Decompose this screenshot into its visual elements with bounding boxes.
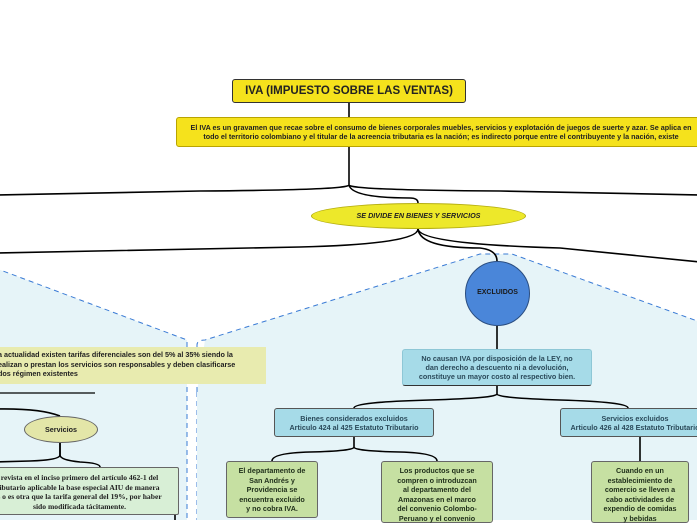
comercio-line: expendio de comidas: [592, 504, 688, 514]
aiu-line: sido modificada tácitamente.: [0, 502, 178, 512]
amazonas-line: compren o introduzcan: [382, 476, 492, 486]
san-andres-line: encuentra excluido: [227, 495, 317, 505]
aiu-line: ibutario aplicable la base especial AIU …: [0, 483, 178, 493]
excluidos-desc-line: constituye un mayor costo al respectivo …: [403, 372, 591, 381]
excluidos-desc-line: No causan IVA por disposición de la LEY,…: [403, 354, 591, 363]
aiu-base-node[interactable]: revista en el inciso primero del artícul…: [0, 467, 179, 515]
excluidos-desc-line: dan derecho a descuento ni a devolución,: [403, 363, 591, 372]
san-andres-node[interactable]: El departamento de San Andrés y Providen…: [226, 461, 318, 518]
description-line: El IVA es un gravamen que recae sobre el…: [177, 123, 697, 132]
amazonas-line: Los productos que se: [382, 466, 492, 476]
comercio-line: Cuando en un: [592, 466, 688, 476]
left-text-line: dos régimen existentes: [0, 369, 266, 379]
left-text-line: a actualidad existen tarifas diferencial…: [0, 350, 266, 360]
bienes-excluidos-node[interactable]: Bienes considerados excluidos Articulo 4…: [274, 408, 434, 437]
comercio-node[interactable]: Cuando en un establecimiento de comercio…: [591, 461, 689, 523]
comercio-line: y bebidas: [592, 514, 688, 523]
amazonas-line: Peruano y el convenio: [382, 514, 492, 523]
servicios-excluidos-line: Servicios excluidos: [561, 414, 697, 423]
amazonas-node[interactable]: Los productos que se compren o introduzc…: [381, 461, 493, 523]
bienes-excluidos-line: Bienes considerados excluidos: [275, 414, 433, 423]
comercio-line: comercio se lleven a: [592, 485, 688, 495]
comercio-line: cabo actividades de: [592, 495, 688, 505]
main-title-node[interactable]: IVA (IMPUESTO SOBRE LAS VENTAS): [232, 79, 466, 103]
san-andres-line: El departamento de: [227, 466, 317, 476]
excluidos-description-node[interactable]: No causan IVA por disposición de la LEY,…: [402, 349, 592, 386]
servicios-excluidos-node[interactable]: Servicios excluidos Articulo 426 al 428 …: [560, 408, 697, 437]
san-andres-line: y no cobra IVA.: [227, 504, 317, 514]
aiu-line: revista en el inciso primero del artícul…: [0, 473, 178, 483]
comercio-line: establecimiento de: [592, 476, 688, 486]
san-andres-line: Providencia se: [227, 485, 317, 495]
servicios-node[interactable]: Servicios: [24, 416, 98, 443]
bienes-excluidos-line: Articulo 424 al 425 Estatuto Tributario: [275, 423, 433, 432]
amazonas-line: Amazonas en el marco: [382, 495, 492, 505]
servicios-excluidos-line: Articulo 426 al 428 Estatuto Tributario: [561, 423, 697, 432]
excluidos-node[interactable]: EXCLUIDOS: [465, 261, 530, 326]
divide-node[interactable]: SE DIVIDE EN BIENES Y SERVICIOS: [311, 203, 526, 229]
left-text-line: ealizan o prestan los servicios son resp…: [0, 360, 266, 370]
san-andres-line: San Andrés y: [227, 476, 317, 486]
description-line: todo el territorio colombiano y el titul…: [177, 132, 697, 141]
amazonas-line: al departamento del: [382, 485, 492, 495]
tarifas-diferenciales-node[interactable]: a actualidad existen tarifas diferencial…: [0, 347, 266, 384]
aiu-line: s o es otra que la tarifa general del 19…: [0, 492, 178, 502]
iva-description-node[interactable]: El IVA es un gravamen que recae sobre el…: [176, 117, 697, 147]
amazonas-line: del convenio Colombo-: [382, 504, 492, 514]
